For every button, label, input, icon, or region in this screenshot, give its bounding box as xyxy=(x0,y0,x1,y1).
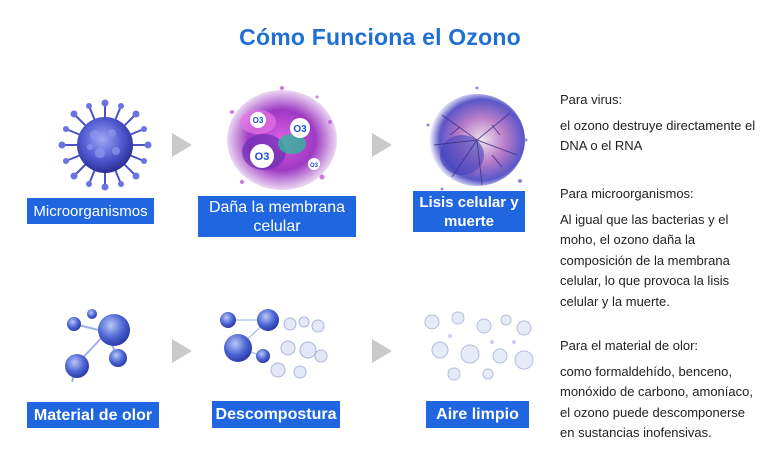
desc-body: el ozono destruye directamente el DNA o … xyxy=(560,116,760,157)
desc-heading: Para el material de olor: xyxy=(560,336,760,357)
label-lisis: Lisis celular y muerte xyxy=(413,191,525,232)
virus-illustration xyxy=(50,95,160,195)
arrow-right-icon xyxy=(372,339,392,363)
label-material-olor: Material de olor xyxy=(27,402,159,428)
decomposition-illustration xyxy=(208,308,333,383)
arrow-right-icon xyxy=(172,133,192,157)
desc-body: como formaldehído, benceno, monóxido de … xyxy=(560,362,760,444)
svg-text:O3: O3 xyxy=(255,151,270,163)
desc-microorganismos: Para microorganismos: Al igual que las b… xyxy=(560,184,760,312)
label-dana-membrana: Daña la membrana celular xyxy=(198,196,356,237)
arrow-right-icon xyxy=(372,133,392,157)
label-descompostura: Descompostura xyxy=(212,401,340,428)
svg-text:O3: O3 xyxy=(310,163,319,169)
odor-molecule-illustration xyxy=(52,302,152,390)
cell-lysis-illustration xyxy=(422,85,532,195)
label-microorganismos: Microorganismos xyxy=(27,198,154,224)
desc-body: Al igual que las bacterias y el moho, el… xyxy=(560,210,760,313)
svg-text:O3: O3 xyxy=(293,124,307,135)
svg-text:O3: O3 xyxy=(253,116,264,125)
desc-material-olor: Para el material de olor: como formaldeh… xyxy=(560,336,760,444)
arrow-right-icon xyxy=(172,339,192,363)
label-aire-limpio: Aire limpio xyxy=(426,401,529,428)
page-title: Cómo Funciona el Ozono xyxy=(0,24,760,51)
desc-heading: Para microorganismos: xyxy=(560,184,760,205)
ozone-splash-illustration: O3 O3 O3 O3 xyxy=(222,82,342,194)
clean-air-illustration xyxy=(418,306,538,384)
desc-virus: Para virus: el ozono destruye directamen… xyxy=(560,90,760,157)
desc-heading: Para virus: xyxy=(560,90,760,111)
